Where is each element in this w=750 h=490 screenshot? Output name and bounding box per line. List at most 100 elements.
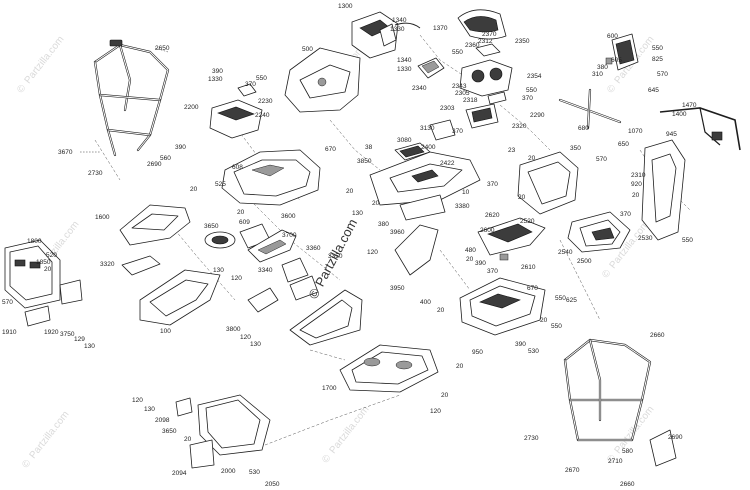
callout-370: 370 bbox=[452, 128, 463, 135]
callout-945: 945 bbox=[666, 131, 677, 138]
callout-2370: 2370 bbox=[482, 31, 497, 38]
callout-2500: 2500 bbox=[577, 258, 592, 265]
part-680-cross-brace bbox=[558, 88, 622, 130]
callout-120: 120 bbox=[367, 249, 378, 256]
callout-3800: 3800 bbox=[226, 326, 241, 333]
callout-120: 120 bbox=[231, 275, 242, 282]
part-100-left-floor-panel bbox=[139, 269, 221, 326]
callout-2312: 2312 bbox=[478, 38, 493, 45]
part-350-side-panel bbox=[517, 151, 579, 215]
callout-20: 20 bbox=[540, 317, 548, 324]
callout-2422: 2422 bbox=[440, 160, 455, 167]
callout-480: 480 bbox=[465, 247, 476, 254]
callout-20: 20 bbox=[346, 188, 354, 195]
callout-1330: 1330 bbox=[390, 26, 405, 33]
callout-609: 609 bbox=[239, 219, 250, 226]
callout-2230: 2230 bbox=[258, 98, 273, 105]
callout-3360: 3360 bbox=[306, 245, 321, 252]
callout-130: 130 bbox=[84, 343, 95, 350]
callout-2660: 2660 bbox=[620, 481, 635, 488]
callout-2310: 2310 bbox=[631, 172, 646, 179]
part-950-storage-bin bbox=[459, 277, 546, 336]
callout-2660: 2660 bbox=[650, 332, 665, 339]
part-2320-switch-panel bbox=[465, 91, 507, 129]
callout-3380: 3380 bbox=[455, 203, 470, 210]
callout-1470: 1470 bbox=[682, 102, 697, 109]
callout-370: 370 bbox=[620, 211, 631, 218]
callout-20: 20 bbox=[456, 363, 464, 370]
callout-310: 310 bbox=[592, 71, 603, 78]
callout-2343: 2343 bbox=[452, 83, 467, 90]
callout-130: 130 bbox=[250, 341, 261, 348]
callout-3700: 3700 bbox=[282, 232, 297, 239]
part-3080-console-tray bbox=[394, 119, 456, 161]
callout-525: 525 bbox=[215, 181, 226, 188]
callout-2354: 2354 bbox=[527, 73, 542, 80]
callout-380: 380 bbox=[597, 64, 608, 71]
callout-370: 370 bbox=[487, 181, 498, 188]
callout-390: 390 bbox=[475, 260, 486, 267]
callout-2240: 2240 bbox=[255, 112, 270, 119]
callout-500: 500 bbox=[302, 46, 313, 53]
callout-1330: 1330 bbox=[208, 76, 223, 83]
callout-2690: 2690 bbox=[147, 161, 162, 168]
callout-1850: 1850 bbox=[36, 259, 51, 266]
callout-120: 120 bbox=[132, 397, 143, 404]
callout-2670: 2670 bbox=[565, 467, 580, 474]
callout-2350: 2350 bbox=[515, 38, 530, 45]
callout-2000: 2000 bbox=[221, 468, 236, 475]
callout-3670: 3670 bbox=[58, 149, 73, 156]
callout-2610: 2610 bbox=[521, 264, 536, 271]
part-3800-bracket bbox=[247, 287, 279, 313]
callout-400: 400 bbox=[420, 299, 431, 306]
callout-530: 530 bbox=[249, 469, 260, 476]
callout-2520: 2520 bbox=[520, 218, 535, 225]
callout-3850: 3850 bbox=[357, 158, 372, 165]
callout-350: 350 bbox=[570, 145, 581, 152]
callout-560: 560 bbox=[160, 155, 171, 162]
callout-3340: 3340 bbox=[258, 267, 273, 274]
watermark-bottom-left: © Partzilla.com bbox=[20, 409, 71, 470]
part-2340-cover bbox=[417, 57, 445, 79]
callout-20: 20 bbox=[437, 307, 445, 314]
watermark-text: Partzilla.com bbox=[28, 409, 72, 461]
callout-550: 550 bbox=[526, 87, 537, 94]
callout-825: 825 bbox=[652, 56, 663, 63]
callout-608: 608 bbox=[232, 164, 243, 171]
callout-20: 20 bbox=[184, 436, 192, 443]
part-2650-cage-frame bbox=[93, 39, 170, 157]
callout-680: 680 bbox=[578, 125, 589, 132]
callout-2303: 2303 bbox=[440, 105, 455, 112]
callout-520: 520 bbox=[46, 252, 57, 259]
callout-38: 38 bbox=[365, 144, 373, 151]
watermark-symbol: © bbox=[20, 457, 34, 470]
callout-390: 390 bbox=[212, 68, 223, 75]
callout-1300: 1300 bbox=[338, 3, 353, 10]
callout-129: 129 bbox=[74, 336, 85, 343]
callout-2320: 2320 bbox=[512, 123, 527, 130]
callout-120: 120 bbox=[240, 334, 251, 341]
part-1400-wiring-harness bbox=[659, 107, 741, 151]
callout-10: 10 bbox=[462, 189, 470, 196]
callout-550: 550 bbox=[555, 295, 566, 302]
callout-370: 370 bbox=[487, 268, 498, 275]
part-1700-floor-pan bbox=[339, 344, 439, 393]
callout-20: 20 bbox=[441, 392, 449, 399]
part-2600-battery-tray bbox=[477, 217, 546, 261]
callout-625: 625 bbox=[566, 297, 577, 304]
callout-20: 20 bbox=[190, 186, 198, 193]
part-3600-trim-panel bbox=[247, 229, 297, 263]
callout-1330: 1330 bbox=[397, 66, 412, 73]
part-1800-left-housing bbox=[4, 239, 83, 327]
callout-labels: 2650 3670 2730 560 2690 390 390 1330 370… bbox=[2, 3, 697, 488]
watermark-symbol: © bbox=[605, 82, 619, 95]
callout-1070: 1070 bbox=[628, 128, 643, 135]
callout-130: 130 bbox=[213, 267, 224, 274]
callout-3650: 3650 bbox=[204, 223, 219, 230]
watermark-bottom-center: © Partzilla.com bbox=[320, 404, 371, 465]
callout-3750: 3750 bbox=[60, 331, 75, 338]
callout-370: 370 bbox=[245, 81, 256, 88]
watermark-symbol: © bbox=[600, 267, 614, 280]
callout-1600: 1600 bbox=[95, 214, 110, 221]
